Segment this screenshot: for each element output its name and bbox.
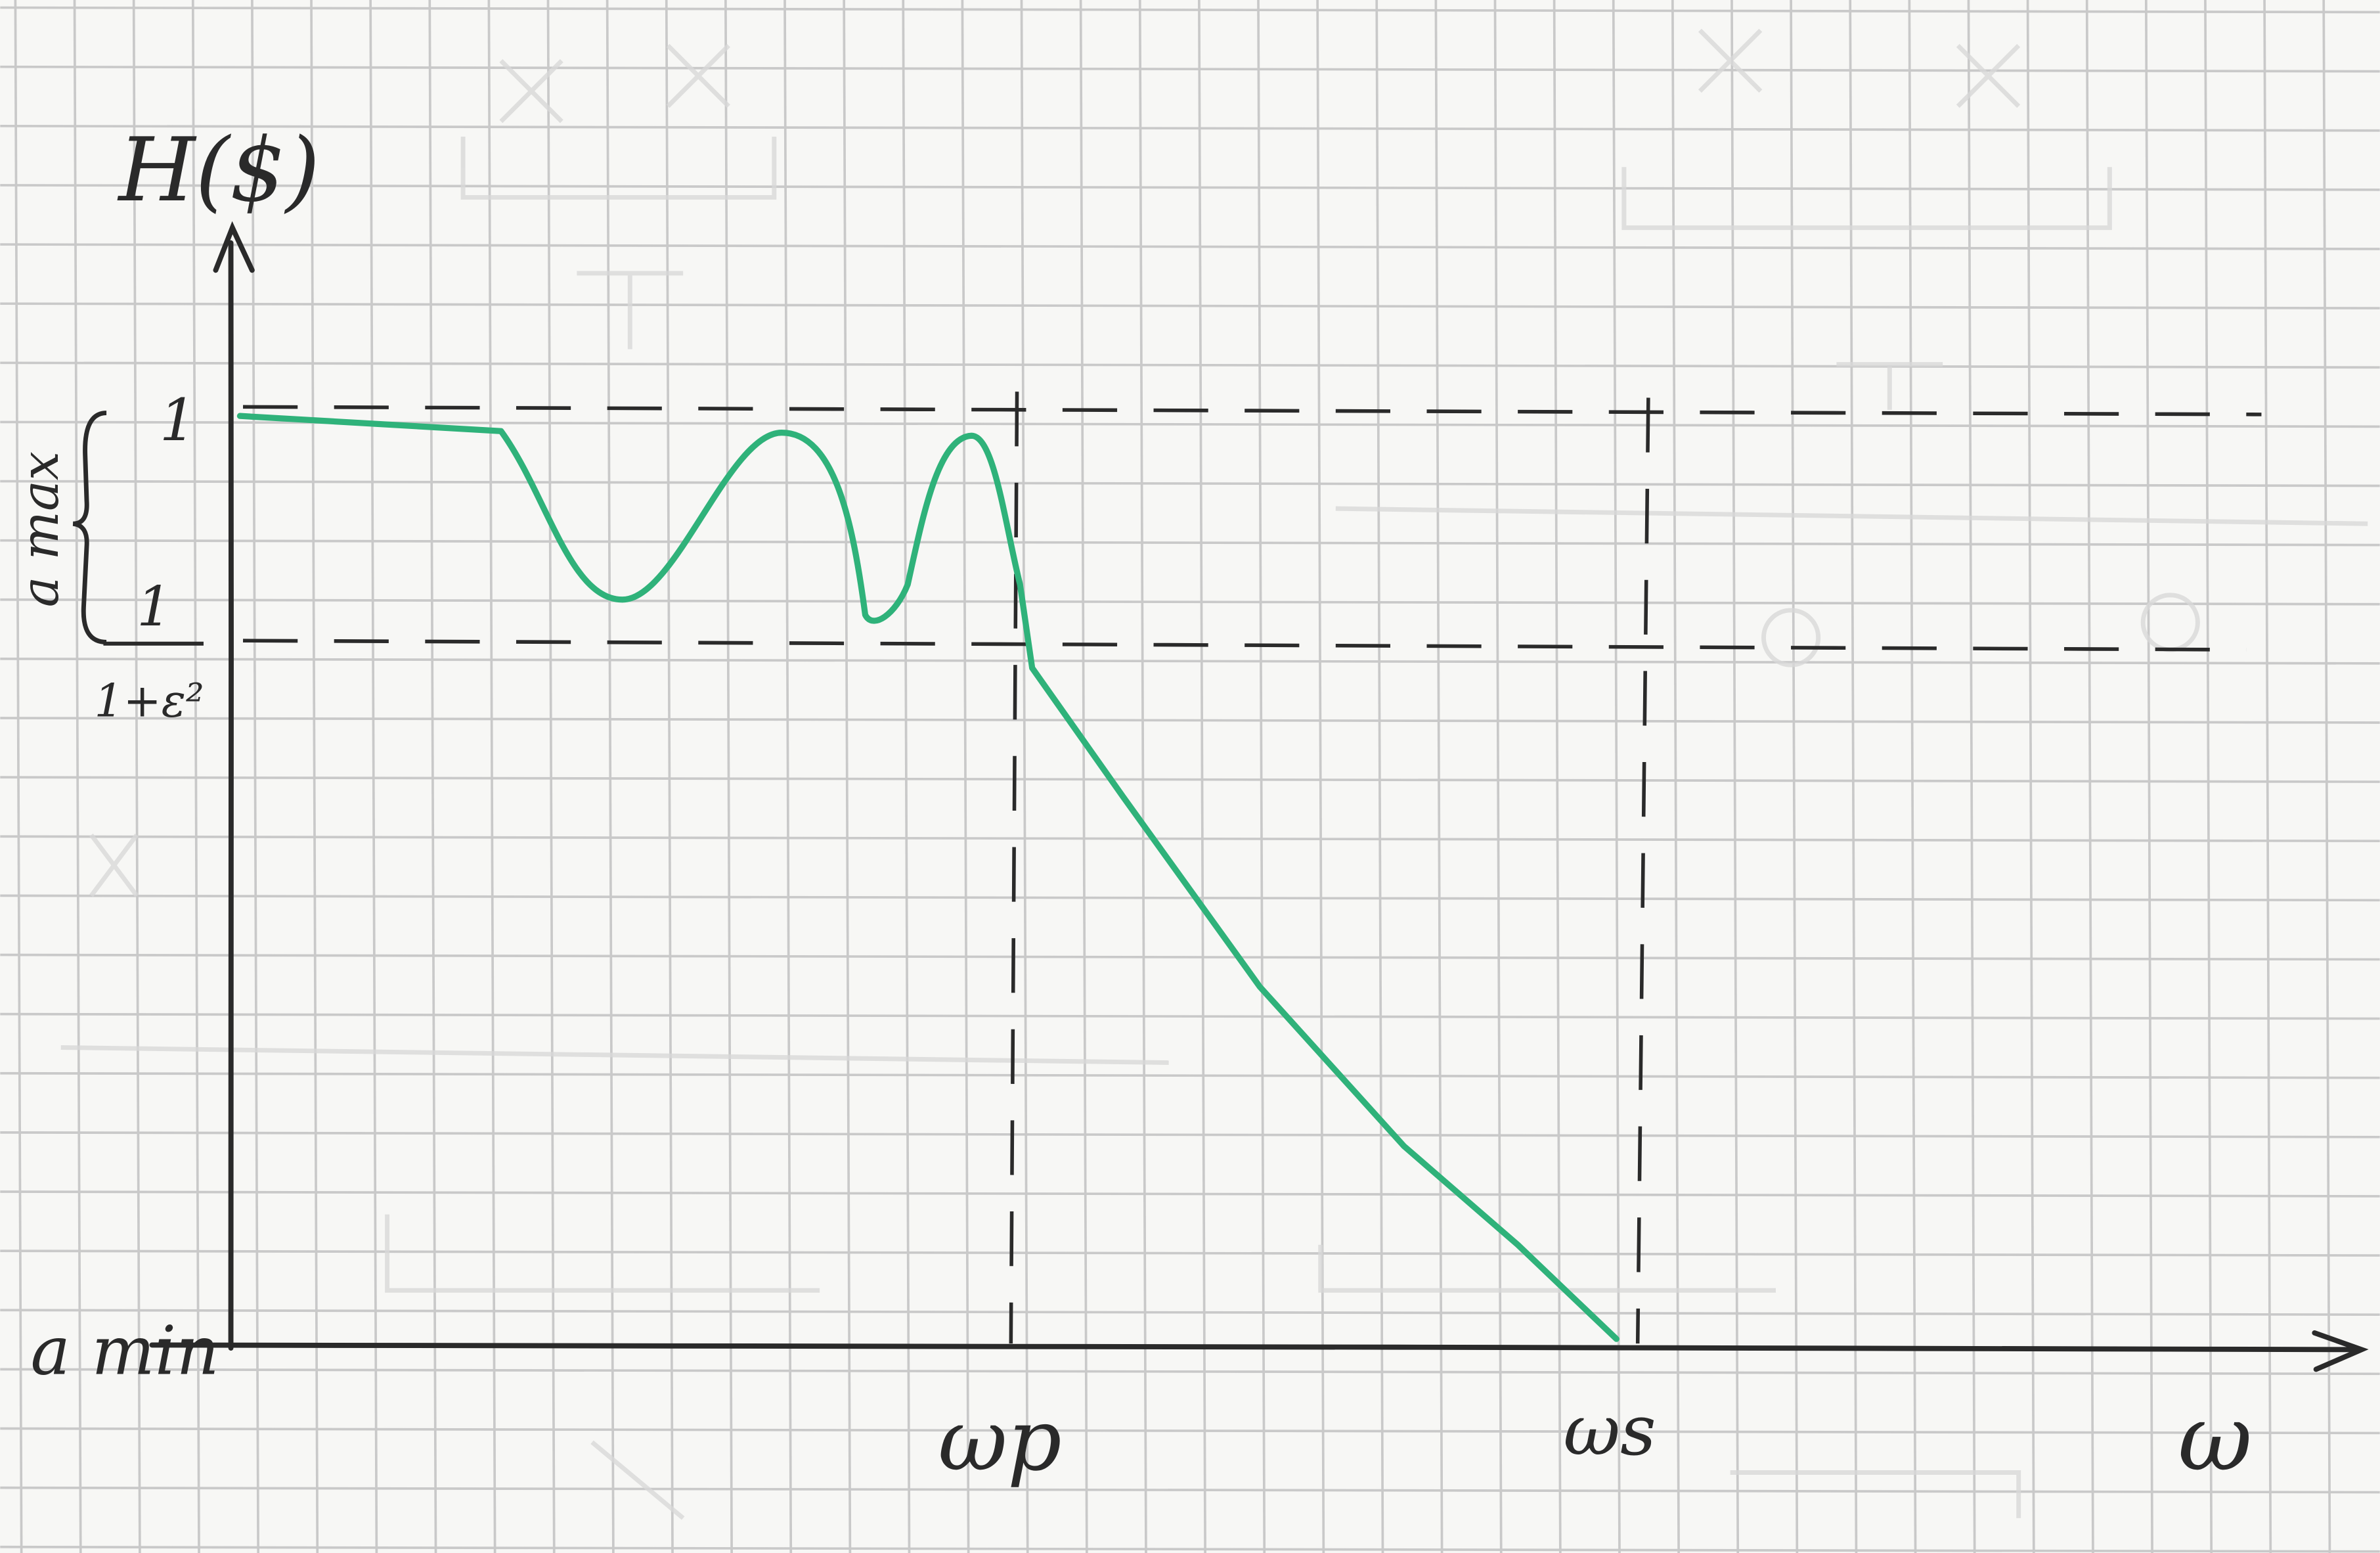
grid-line-horizontal bbox=[0, 835, 2380, 843]
grid-line-vertical bbox=[546, 0, 556, 1553]
level-one-guide bbox=[243, 405, 2262, 416]
grid-line-vertical bbox=[1493, 0, 1503, 1553]
frequency-response-curve bbox=[236, 413, 1620, 1342]
fraction-denominator: 1+ε² bbox=[95, 675, 204, 728]
grid-line-vertical bbox=[783, 0, 793, 1553]
grid-line-vertical bbox=[1020, 0, 1029, 1553]
grid-line-horizontal bbox=[0, 243, 2380, 250]
grid-line-horizontal bbox=[0, 1309, 2380, 1317]
grid-line-horizontal bbox=[0, 894, 2380, 902]
ws-guide bbox=[1635, 397, 1650, 1344]
grid-line-horizontal bbox=[0, 184, 2380, 191]
grid-line-vertical bbox=[1138, 0, 1147, 1553]
level-one-label: 1 bbox=[160, 386, 196, 454]
x-axis-line bbox=[149, 1342, 2358, 1353]
grid-line-vertical bbox=[1375, 0, 1384, 1553]
grid-line-horizontal bbox=[0, 480, 2380, 487]
grid-line-horizontal bbox=[0, 361, 2380, 369]
axes bbox=[149, 221, 2369, 1372]
grid-line-horizontal bbox=[0, 124, 2380, 132]
grid-line-vertical bbox=[2322, 0, 2331, 1553]
grid-line-vertical bbox=[1198, 0, 1206, 1553]
grid-line-horizontal bbox=[0, 1427, 2380, 1435]
grid-line-vertical bbox=[2263, 0, 2272, 1553]
grid-line-horizontal bbox=[0, 1368, 2380, 1376]
x-axis-label: ω bbox=[2178, 1385, 2252, 1491]
grid-line-horizontal bbox=[0, 1071, 2380, 1079]
grid-line-vertical bbox=[1434, 0, 1443, 1553]
grid-line-vertical bbox=[1316, 0, 1325, 1553]
grid-line-vertical bbox=[1671, 0, 1680, 1553]
grid-line-vertical bbox=[1967, 0, 1976, 1553]
grid-line-vertical bbox=[843, 0, 852, 1553]
grid-line-horizontal bbox=[0, 1249, 2380, 1257]
y-axis-arrow bbox=[213, 221, 255, 273]
grid-line-vertical bbox=[487, 0, 496, 1553]
wp-guide bbox=[1009, 392, 1019, 1344]
grid-line-horizontal bbox=[0, 1190, 2380, 1198]
wp-label: ωp bbox=[938, 1391, 1061, 1490]
grid-line-vertical bbox=[2204, 0, 2213, 1553]
grid-line-vertical bbox=[369, 0, 378, 1553]
grid-line-vertical bbox=[1790, 0, 1799, 1553]
grid-line-horizontal bbox=[0, 1131, 2380, 1138]
grid-line-horizontal bbox=[0, 539, 2380, 547]
grid-line-vertical bbox=[1553, 0, 1562, 1553]
grid-line-vertical bbox=[1849, 0, 1858, 1553]
level-ripple-guide bbox=[243, 639, 2247, 652]
ws-label: ωs bbox=[1563, 1390, 1656, 1472]
grid-line-vertical bbox=[902, 0, 911, 1553]
grid-line-vertical bbox=[2085, 0, 2094, 1553]
fraction-numerator: 1 bbox=[137, 575, 171, 639]
grid-line-vertical bbox=[428, 0, 437, 1553]
grid-line-vertical bbox=[1730, 0, 1740, 1553]
grid-line-vertical bbox=[1079, 0, 1088, 1553]
grid-line-horizontal bbox=[0, 1486, 2380, 1494]
grid-line-horizontal bbox=[0, 598, 2380, 606]
grid-line-horizontal bbox=[0, 717, 2380, 724]
grid-line-vertical bbox=[1612, 0, 1621, 1553]
grid-line-horizontal bbox=[0, 953, 2380, 961]
dashed-guides bbox=[243, 392, 2262, 1344]
bleed-through-marks bbox=[60, 28, 2368, 1520]
grid-line-vertical bbox=[2026, 0, 2035, 1553]
grid-line-vertical bbox=[310, 0, 319, 1553]
grid-line-horizontal bbox=[0, 1012, 2380, 1020]
grid-line-vertical bbox=[251, 0, 259, 1553]
grid-line-vertical bbox=[724, 0, 733, 1553]
grid-line-horizontal bbox=[0, 1545, 2380, 1553]
grid-line-vertical bbox=[961, 0, 970, 1553]
grid-line-vertical bbox=[1908, 0, 1917, 1553]
x-axis-arrow bbox=[2312, 1330, 2369, 1372]
grid-line-vertical bbox=[665, 0, 674, 1553]
a-max-brace bbox=[72, 411, 107, 644]
grid-line-horizontal bbox=[0, 776, 2380, 783]
grid-line-horizontal bbox=[0, 658, 2380, 665]
grid-line-horizontal bbox=[0, 6, 2380, 14]
grid-line-vertical bbox=[1257, 0, 1266, 1553]
grid-line-vertical bbox=[606, 0, 615, 1553]
a-min-label: a min bbox=[31, 1312, 219, 1389]
y-axis-label: H($) bbox=[117, 119, 320, 221]
grid-line-horizontal bbox=[0, 302, 2380, 309]
a-max-label: a max bbox=[10, 451, 70, 607]
grid-line-vertical bbox=[2144, 0, 2153, 1553]
